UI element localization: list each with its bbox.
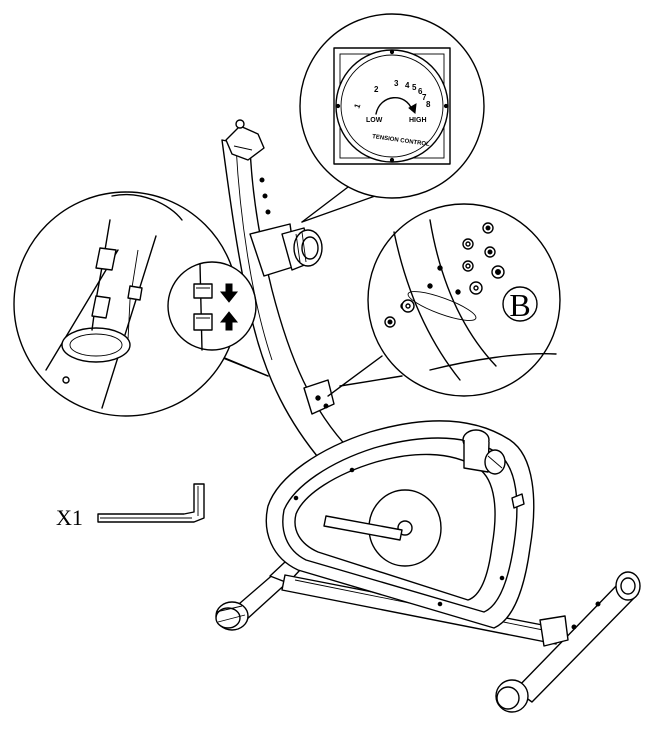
bolt-callout: B [327,203,561,397]
upright-tube [221,119,351,463]
dial-number-4: 4 [405,81,410,90]
callout-b-label: B [509,287,530,323]
exercise-bike [215,119,641,713]
dial-number-3: 3 [394,79,399,88]
dial-high-label: HIGH [409,117,427,124]
tension-dial-callout: 1 2 3 4 5 6 7 8 LOW HIGH TENSION CONTROL [299,13,485,223]
dial-low-label: LOW [366,117,383,124]
dial-number-7: 7 [422,93,427,102]
rear-stabilizer [215,561,301,631]
cable-connection-callout [13,191,269,417]
hex-key-icon [97,483,205,523]
callout-b-circle [502,286,538,322]
dial-number-8: 8 [426,100,431,109]
dial-number-1: 1 [352,102,362,110]
dial-number-2: 2 [374,85,379,94]
tension-knob-on-tube [249,223,323,277]
dial-number-6: 6 [418,87,423,96]
tool-quantity-label: X1 [56,505,83,530]
flywheel-housing [265,420,535,629]
hex-key-tool: X1 [56,483,205,530]
up-arrow-icon [219,311,239,331]
down-arrow-icon [219,283,239,303]
dial-number-5: 5 [412,83,417,92]
